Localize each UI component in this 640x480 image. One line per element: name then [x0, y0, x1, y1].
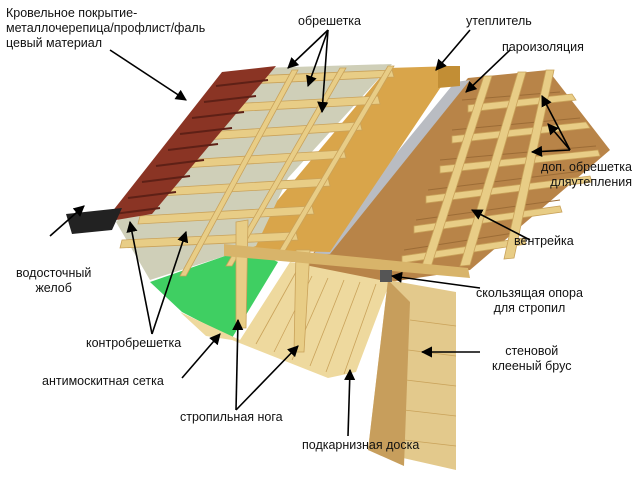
arrow-battens-2 [306, 29, 329, 88]
label-extra-battens-line-1: доп. обрешетка [541, 160, 632, 174]
label-eaves-board: подкарнизная доска [302, 438, 420, 452]
insulation-top-edge [438, 66, 460, 88]
arrow-counter-1 [126, 220, 153, 335]
label-roofing-line-2: металлочерепица/профлист/фаль [6, 21, 206, 35]
arrow-vapor [465, 49, 511, 93]
label-mosquito-mesh: антимоскитная сетка [42, 374, 164, 388]
label-roofing-line-1: Кровельное покрытие- [6, 6, 138, 20]
label-sliding-support: скользящая опора для стропил [476, 286, 583, 316]
arrow-ventilation [471, 209, 531, 241]
label-extra-battens-line-2: дляутепления [550, 175, 632, 189]
arrow-rafter-2 [235, 345, 299, 411]
label-wall-beam: стеновой клееный брус [492, 344, 571, 374]
label-sliding-support-line-2: для стропил [493, 301, 566, 315]
label-roofing-line-3: цевый материал [6, 36, 103, 50]
wind-membrane [116, 64, 392, 280]
insulation-layer [236, 66, 455, 252]
roof-tiles [104, 66, 276, 222]
arrow-rafter-1 [232, 318, 244, 411]
label-battens: обрешетка [298, 14, 362, 28]
label-sliding-support-line-1: скользящая опора [476, 286, 583, 300]
label-gutter-line-2: желоб [35, 281, 72, 295]
eaves-boards [180, 262, 390, 378]
wall-plate [224, 244, 470, 278]
label-extra-battens: доп. обрешетка дляутепления [541, 160, 632, 190]
label-insulation: утеплитель [466, 14, 532, 28]
label-gutter: водосточный желоб [16, 266, 91, 296]
wall-beam-end [368, 280, 410, 466]
arrow-mesh [181, 333, 221, 379]
arrow-roofing [109, 49, 187, 101]
arrow-counter-2 [151, 230, 189, 335]
label-roofing: Кровельное покрытие- металлочерепица/про… [6, 6, 205, 51]
arrow-battens-3 [317, 29, 329, 114]
arrow-gutter [49, 205, 85, 237]
arrow-extra-3 [530, 145, 571, 158]
label-counter-battens: контробрешетка [86, 336, 182, 350]
battens [119, 69, 395, 249]
label-vapor-barrier: пароизоляция [502, 40, 584, 54]
extra-battens [401, 93, 601, 264]
pointer-arrows [49, 29, 571, 437]
arrow-sliding [390, 271, 481, 289]
label-gutter-line-1: водосточный [16, 266, 92, 280]
label-wall-beam-line-2: клееный брус [492, 359, 572, 373]
label-wall-beam-line-1: стеновой [505, 344, 559, 358]
sliding-support [380, 270, 392, 282]
label-ventilation: вентрейка [514, 234, 574, 248]
arrow-extra-1 [541, 95, 571, 151]
arrow-battens-1 [287, 29, 329, 69]
arrow-insulation [435, 29, 471, 71]
arrow-eaves [344, 368, 356, 437]
counter-battens [179, 65, 395, 277]
gutter [66, 208, 122, 234]
arrow-extra-2 [547, 123, 571, 151]
tile-rows [113, 79, 269, 215]
label-rafter: стропильная нога [180, 410, 283, 424]
